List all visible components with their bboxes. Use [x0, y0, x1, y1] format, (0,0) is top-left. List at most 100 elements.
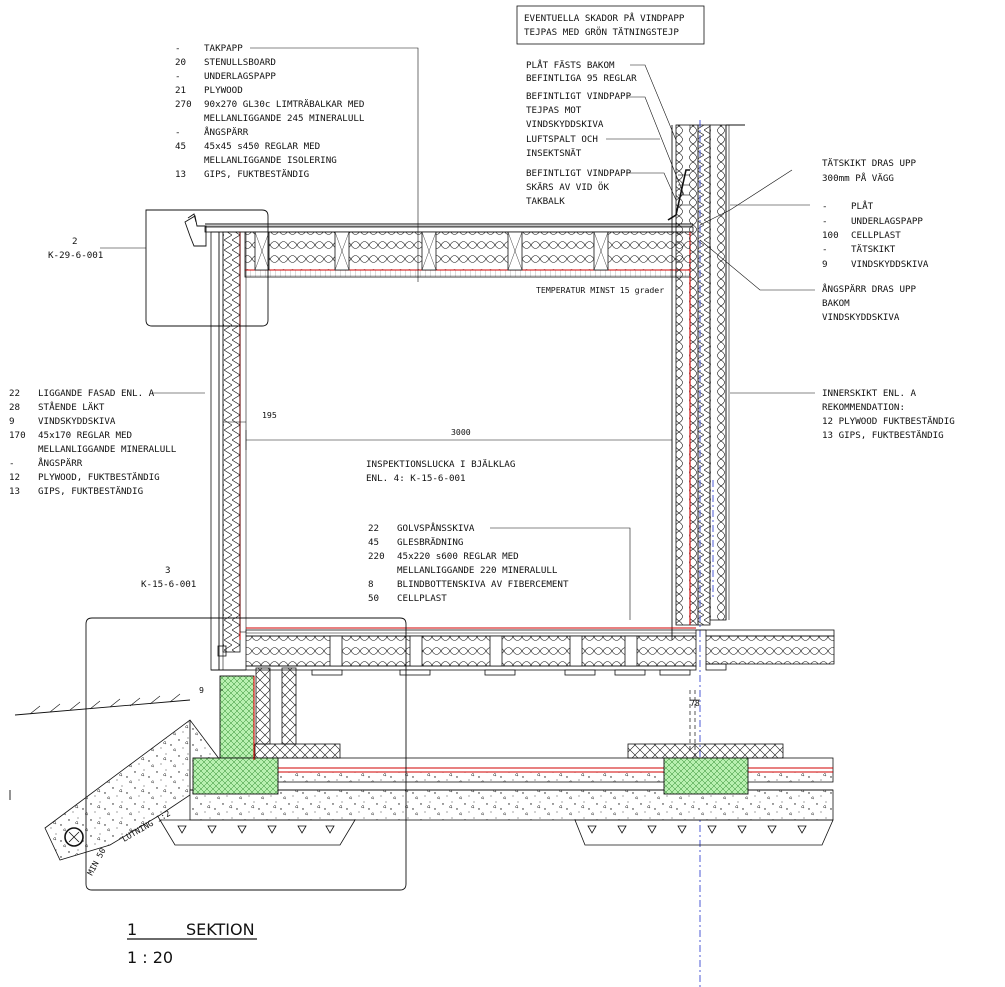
- floor-layers-legend: 22 GOLVSPÅNSSKIVA 45 GLESBRÄDNING 220 45…: [368, 522, 569, 604]
- floor-layer-label: CELLPLAST: [397, 593, 447, 604]
- right-wall-layer-label: VINDSKYDDSKIVA: [851, 259, 929, 270]
- roof-layer-thickness: 20: [175, 57, 186, 68]
- top-note-line-1: EVENTUELLA SKADOR PÅ VINDPAPP: [524, 12, 685, 24]
- note-befintligt-vindpapp: VINDSKYDDSKIVA: [526, 119, 604, 130]
- right-wall-layer-label: CELLPLAST: [851, 230, 901, 241]
- left-wall-layer-label: MELLANLIGGANDE MINERALULL: [38, 444, 177, 455]
- right-wall-assembly: [667, 120, 745, 987]
- ref-3-code: K-15-6-001: [141, 579, 196, 590]
- left-wall-layer-label: GIPS, FUKTBESTÄNDIG: [38, 486, 143, 497]
- foundation: [14, 667, 834, 861]
- title-name: SEKTION: [186, 920, 255, 939]
- note-befintligt-skars: SKÄRS AV VID ÖK: [526, 182, 609, 193]
- right-wall-layer-thickness: -: [822, 244, 828, 255]
- roof-layer-label: ÅNGSPÄRR: [204, 126, 249, 138]
- roof-layer-thickness: 270: [175, 99, 192, 110]
- left-wall-layer-label: LIGGANDE FASAD ENL. A: [38, 388, 155, 399]
- title-number: 1: [127, 920, 137, 939]
- roof-layer-thickness: 45: [175, 141, 186, 152]
- left-wall-layer-thickness: 28: [9, 402, 20, 413]
- roof-layer-label: MELLANLIGGANDE 245 MINERALULL: [204, 113, 365, 124]
- floor-layer-thickness: 50: [368, 593, 379, 604]
- dim-3000: 3000: [451, 427, 471, 437]
- top-note-box: EVENTUELLA SKADOR PÅ VINDPAPP TEJPAS MED…: [516, 5, 705, 45]
- note-plat-fasts: PLÅT FÄSTS BAKOM: [526, 59, 615, 71]
- right-wall-layer-thickness: 100: [822, 230, 839, 241]
- floor-layer-label: 45x220 s600 REGLAR MED: [397, 551, 519, 562]
- right-wall-layer-label: TÄTSKIKT: [851, 244, 896, 255]
- floor-layer-thickness: 45: [368, 537, 379, 548]
- drawing-title: 1 SEKTION 1 : 20: [127, 920, 257, 967]
- inner-layer-label: 13 GIPS, FUKTBESTÄNDIG: [822, 430, 944, 441]
- left-wall-layer-label: ÅNGSPÄRR: [38, 457, 83, 469]
- top-note-line-2: TEJPAS MED GRÖN TÄTNINGSTEJP: [524, 27, 679, 38]
- note-luftspalt: LUFTSPALT OCH: [526, 134, 598, 145]
- floor-layer-thickness: 220: [368, 551, 385, 562]
- roof-layer-label: 45x45 s450 REGLAR MED: [204, 141, 320, 152]
- title-scale: 1 : 20: [127, 948, 173, 967]
- left-wall-layer-label: VINDSKYDDSKIVA: [38, 416, 116, 427]
- reference-frames: [85, 209, 407, 891]
- inner-layer-label: REKOMMENDATION:: [822, 402, 905, 413]
- dim-9: 9: [199, 685, 204, 695]
- note-inspektionslucka: INSPEKTIONSLUCKA I BJÄLKLAG: [366, 459, 515, 470]
- note-inspektionslucka: ENL. 4: K-15-6-001: [366, 473, 466, 484]
- leader-lines: [100, 47, 815, 620]
- drainage-triangles: [177, 825, 807, 834]
- dimension-lines: [9, 421, 700, 800]
- note-befintligt-skars: TAKBALK: [526, 196, 565, 207]
- left-wall-layer-thickness: 170: [9, 430, 26, 441]
- inner-layer-label: INNERSKIKT ENL. A: [822, 388, 917, 399]
- floor-layer-label: BLINDBOTTENSKIVA AV FIBERCEMENT: [397, 579, 569, 590]
- note-befintligt-vindpapp: BEFINTLIGT VINDPAPP: [526, 91, 632, 102]
- note-angsparr-upp: BAKOM: [822, 298, 850, 309]
- floor-layer-thickness: 8: [368, 579, 374, 590]
- right-wall-layer-thickness: 9: [822, 259, 828, 270]
- roof-layer-thickness: 21: [175, 85, 186, 96]
- note-befintligt-vindpapp: TEJPAS MOT: [526, 105, 582, 116]
- left-wall-layer-thickness: 12: [9, 472, 20, 483]
- roof-layers-legend: - TAKPAPP 20 STENULLSBOARD - UNDERLAGSPA…: [175, 43, 365, 180]
- left-wall-layer-thickness: 22: [9, 388, 20, 399]
- dim-195: 195: [262, 410, 277, 420]
- roof-layer-thickness: -: [175, 43, 181, 54]
- note-temperatur: TEMPERATUR MINST 15 grader: [536, 285, 664, 295]
- roof-layer-label: MELLANLIGGANDE ISOLERING: [204, 155, 337, 166]
- left-wall-layer-thickness: 13: [9, 486, 20, 497]
- right-wall-layer-label: PLÅT: [851, 200, 874, 212]
- roof-layer-label: GIPS, FUKTBESTÄNDIG: [204, 169, 309, 180]
- room-notes: TEMPERATUR MINST 15 grader INSPEKTIONSLU…: [366, 285, 664, 484]
- left-wall-legend: 22 LIGGANDE FASAD ENL. A 28 STÅENDE LÄKT…: [9, 388, 177, 497]
- roof-assembly: [184, 213, 694, 278]
- left-wall-assembly: [210, 231, 247, 671]
- right-wall-layer-thickness: -: [822, 216, 828, 227]
- ref-2-number: 2: [72, 236, 78, 247]
- right-wall-legend: TÄTSKIKT DRAS UPP 300mm PÅ VÄGG - PLÅT -…: [822, 158, 955, 441]
- ref-2-code: K-29-6-001: [48, 250, 103, 261]
- roof-layer-thickness: -: [175, 71, 181, 82]
- note-tatskikt: TÄTSKIKT DRAS UPP: [822, 158, 917, 169]
- roof-layer-thickness: -: [175, 127, 181, 138]
- floor-layer-thickness: 22: [368, 523, 379, 534]
- note-tatskikt: 300mm PÅ VÄGG: [822, 172, 894, 184]
- note-befintligt-skars: BEFINTLIGT VINDPAPP: [526, 168, 632, 179]
- left-wall-layer-thickness: 9: [9, 416, 15, 427]
- right-top-notes: PLÅT FÄSTS BAKOM BEFINTLIGA 95 REGLAR BE…: [526, 59, 637, 207]
- floor-layer-label: GLESBRÄDNING: [397, 537, 463, 548]
- floor-layer-label: GOLVSPÅNSSKIVA: [397, 522, 475, 534]
- left-wall-layer-thickness: -: [9, 458, 15, 469]
- dim-78: 78: [690, 698, 700, 708]
- roof-layer-label: STENULLSBOARD: [204, 57, 276, 68]
- note-plat-fasts: BEFINTLIGA 95 REGLAR: [526, 73, 637, 84]
- inner-layer-label: 12 PLYWOOD FUKTBESTÄNDIG: [822, 416, 955, 427]
- reference-labels: 2 K-29-6-001 3 K-15-6-001: [48, 236, 196, 590]
- left-wall-layer-label: 45x170 REGLAR MED: [38, 430, 132, 441]
- right-wall-layer-label: UNDERLAGSPAPP: [851, 216, 923, 227]
- note-angsparr-upp: VINDSKYDDSKIVA: [822, 312, 900, 323]
- left-wall-layer-label: STÅENDE LÄKT: [38, 401, 105, 413]
- roof-layer-label: UNDERLAGSPAPP: [204, 71, 276, 82]
- floor-layer-label: MELLANLIGGANDE 220 MINERALULL: [397, 565, 558, 576]
- note-angsparr-upp: ÅNGSPÄRR DRAS UPP: [822, 283, 917, 295]
- roof-layer-label: TAKPAPP: [204, 43, 243, 54]
